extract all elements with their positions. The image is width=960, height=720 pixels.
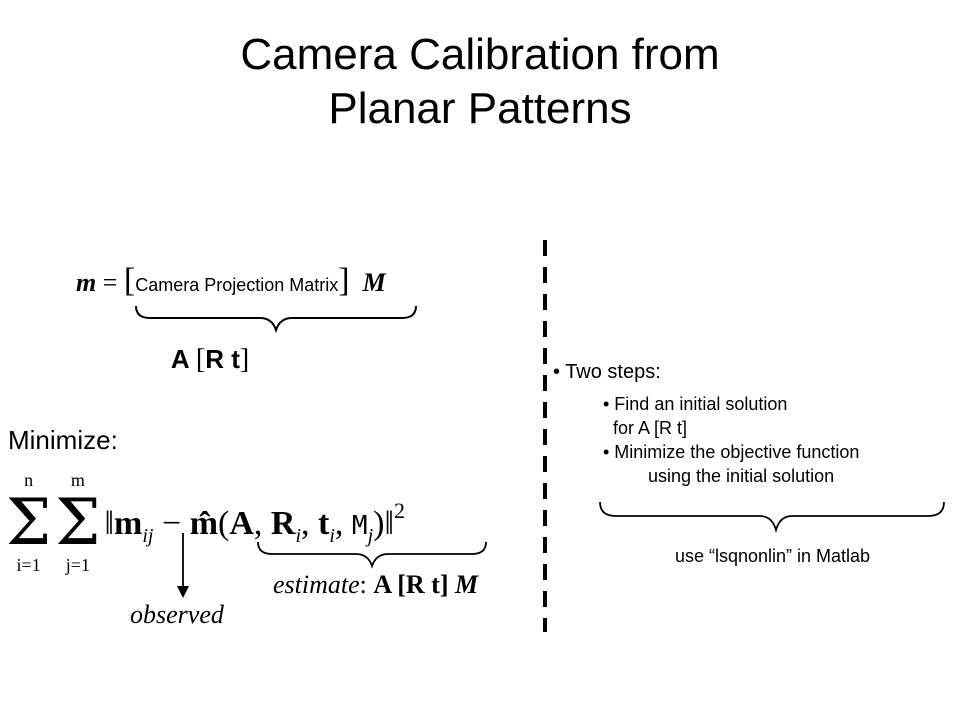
sum-i: n Σ i=1: [6, 470, 51, 576]
title-line-2: Planar Patterns: [328, 84, 632, 133]
arg-a: A: [229, 505, 254, 542]
formula-body: ‖mij − m̂(A, Ri, ti, Mj)‖2: [104, 498, 406, 547]
projection-equals: =: [102, 268, 118, 297]
estimate-m: M: [454, 570, 479, 599]
art-close-bracket: ]: [239, 344, 250, 375]
projection-matrix-label: Camera Projection Matrix: [135, 275, 339, 295]
arg-r-sub: i: [295, 525, 302, 547]
art-label: A [R t]: [0, 344, 420, 376]
sum-i-bottom: i=1: [16, 555, 41, 575]
sum-j: m Σ j=1: [55, 470, 100, 576]
norm-close: ‖: [384, 505, 395, 542]
sum-j-top: m: [70, 470, 85, 490]
norm-open: ‖: [104, 505, 115, 542]
steps-list: • Two steps: • Find an initial solution …: [553, 360, 859, 488]
slide-title: Camera Calibration from Planar Patterns: [0, 28, 960, 136]
sum-j-bottom: j=1: [65, 555, 90, 575]
estimate-word: estimate: [273, 570, 360, 599]
art-rt: R t: [205, 344, 240, 374]
art-open-bracket: [: [195, 344, 206, 375]
observed-label: observed: [130, 600, 224, 629]
minimize-label: Minimize:: [8, 425, 118, 455]
art-a: A: [170, 344, 189, 374]
projection-lhs: m: [76, 268, 97, 297]
minus-sign: −: [162, 505, 182, 542]
lsqnonlin-note: use “lsqnonlin” in Matlab: [674, 546, 871, 566]
steps-heading: • Two steps:: [553, 361, 661, 383]
sum-i-sigma-icon: Σ: [6, 486, 52, 560]
steps-brace: [599, 501, 945, 534]
observed-arrow-head: [177, 586, 189, 598]
arg-m: M: [351, 511, 368, 541]
arg-r: R: [270, 505, 296, 542]
estimate-brace: [257, 541, 487, 569]
projection-open-bracket: [: [123, 262, 136, 299]
arg-t-sub: i: [329, 525, 335, 547]
step-2-line-1: • Minimize the objective function: [603, 442, 860, 462]
title-line-1: Camera Calibration from: [240, 30, 720, 79]
objective-formula: n Σ i=1 m Σ j=1 ‖mij − m̂(A, Ri, ti, Mj)…: [6, 470, 405, 576]
estimate-label: estimate: A [R t] M: [273, 570, 478, 600]
m-observed-sub: ij: [142, 525, 154, 547]
paren-close: ): [373, 505, 385, 542]
sum-j-sigma-icon: Σ: [55, 486, 101, 560]
paren-open: (: [218, 505, 230, 542]
estimate-expr: A [R t]: [373, 570, 449, 599]
step-1-line-2: for A [R t]: [613, 418, 688, 438]
projection-rhs: M: [362, 268, 386, 297]
sum-i-top: n: [24, 470, 34, 490]
step-2-line-2: using the initial solution: [648, 466, 835, 486]
power: 2: [394, 498, 406, 523]
projection-brace: [135, 305, 417, 334]
projection-equation: m = [Camera Projection Matrix] M: [76, 262, 386, 300]
arg-m-sub: j: [367, 525, 374, 547]
estimate-colon: :: [359, 570, 367, 599]
step-1-line-1: • Find an initial solution: [603, 394, 788, 414]
projection-close-bracket: ]: [338, 262, 350, 299]
m-observed: m: [114, 505, 143, 542]
arg-t: t: [318, 505, 330, 542]
m-hat: m̂: [189, 505, 219, 542]
